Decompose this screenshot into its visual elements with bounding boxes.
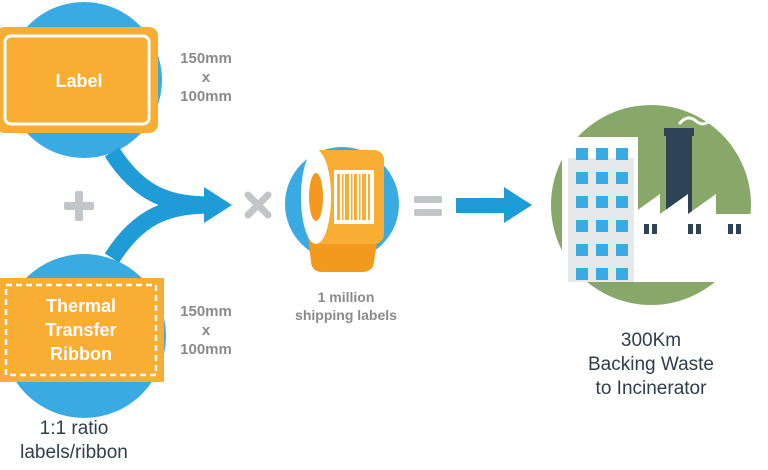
roll-barcode [337,174,370,220]
office-window [576,196,588,208]
office-window [576,148,588,160]
factory-building [632,194,752,282]
label-dim-x: x [202,69,211,86]
ratio-caption-line-1: 1:1 ratio [40,418,109,439]
label-box [0,27,158,133]
label-dim-height: 100mm [180,88,232,105]
office-window [596,196,608,208]
office-window [596,148,608,160]
factory-icon [551,105,752,305]
smoke-icon [678,116,714,126]
ribbon-title-line-2: Transfer [45,320,116,340]
factory-caption-line-1: 300Km [621,330,681,351]
factory-caption-line-3: to Incinerator [596,378,708,399]
office-window [576,220,588,232]
roll-caption-line-1: 1 million [318,289,375,305]
merge-arrow-icon [104,147,232,263]
office-window [596,220,608,232]
ribbon-dim-width: 150mm [180,303,232,320]
label-box-inner-border [3,34,151,126]
ratio-caption-line-2: labels/ribbon [20,442,128,463]
office-window [616,196,628,208]
office-window [616,268,628,280]
ribbon-box [0,278,164,382]
office-window [616,220,628,232]
times-icon [244,191,272,219]
equals-icon [414,196,442,216]
office-window [576,268,588,280]
factory-caption-line-2: Backing Waste [588,354,714,375]
office-window [616,172,628,184]
ribbon-dim-x: x [202,322,211,339]
ribbon-title-line-3: Ribbon [50,344,112,364]
office-windows [576,148,628,280]
ribbon-box-dashed-border [4,283,158,377]
office-window [616,148,628,160]
label-block [0,2,162,158]
ribbon-title-line-1: Thermal [46,296,116,316]
label-title: Label [55,71,102,91]
roll-core [309,173,323,221]
ribbon-block [0,254,166,418]
label-dim-width: 150mm [180,50,232,67]
plus-icon [64,191,94,221]
office-window [616,244,628,256]
office-window [576,244,588,256]
arrow-right-icon [456,187,532,223]
label-roll-icon [285,147,399,272]
office-window [596,268,608,280]
office-window [596,244,608,256]
office-window [596,172,608,184]
roll-caption-line-2: shipping labels [295,307,397,323]
roll-label-tail [308,236,378,272]
factory-windows [644,224,741,234]
office-window [576,172,588,184]
ribbon-dim-height: 100mm [180,341,232,358]
